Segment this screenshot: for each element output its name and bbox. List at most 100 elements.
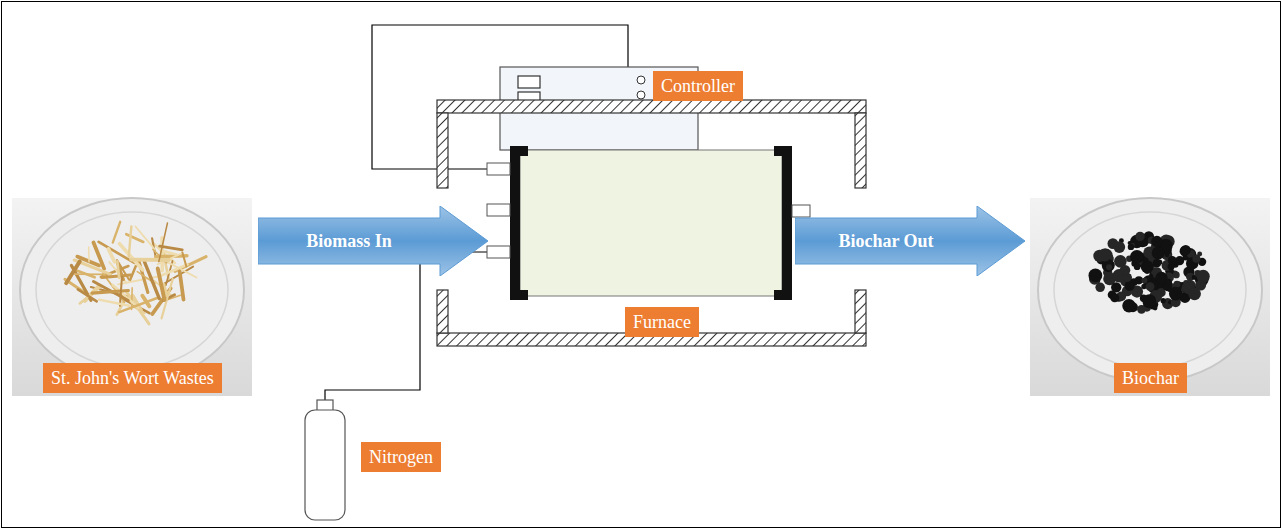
straw-strand bbox=[135, 227, 154, 250]
char-particle bbox=[1110, 293, 1119, 302]
flange-bolt bbox=[774, 290, 782, 300]
cylinder-valve bbox=[317, 400, 333, 411]
housing-wall bbox=[855, 113, 866, 188]
straw-strand bbox=[109, 262, 126, 283]
biochar-photo bbox=[1030, 198, 1270, 396]
arrow-label: Biochar Out bbox=[795, 206, 977, 276]
inlet-nozzle bbox=[487, 163, 510, 175]
straw-strand bbox=[102, 275, 131, 277]
char-particle bbox=[1106, 264, 1112, 270]
dish-rim bbox=[1054, 212, 1246, 368]
nitrogen-cylinder bbox=[305, 400, 345, 520]
straw-strand bbox=[131, 258, 168, 262]
straw-strand bbox=[75, 273, 106, 275]
part-label: Controller bbox=[653, 71, 743, 101]
label-text: Furnace bbox=[633, 311, 691, 333]
char-particle bbox=[1088, 269, 1102, 283]
straw-strand bbox=[117, 261, 119, 278]
part-label: Furnace bbox=[625, 307, 699, 337]
char-particle bbox=[1152, 246, 1165, 259]
char-particle bbox=[1192, 255, 1200, 263]
flange-bolt bbox=[520, 290, 528, 300]
char-particle bbox=[1165, 253, 1169, 257]
char-particle bbox=[1197, 270, 1210, 283]
char-particle bbox=[1181, 245, 1191, 255]
char-particle bbox=[1128, 244, 1134, 250]
straw-strand bbox=[182, 252, 186, 266]
tube-body bbox=[520, 150, 782, 296]
photo-label: St. John's Wort Wastes bbox=[43, 363, 222, 393]
straw-strand bbox=[120, 277, 122, 306]
inlet-nozzle bbox=[487, 204, 510, 216]
housing-wall bbox=[437, 113, 448, 188]
char-particle bbox=[1122, 299, 1135, 312]
char-particle bbox=[1130, 250, 1144, 264]
control-knob bbox=[637, 91, 645, 99]
char-particle bbox=[1168, 256, 1177, 265]
arrow-body bbox=[795, 206, 1025, 276]
straw-pile bbox=[65, 222, 206, 324]
furnace-tube bbox=[487, 146, 810, 300]
char-particle bbox=[1141, 260, 1154, 273]
char-particle bbox=[1169, 287, 1183, 301]
biomass-photo bbox=[12, 198, 252, 396]
straw-strand bbox=[168, 262, 197, 277]
char-pile bbox=[1088, 231, 1209, 313]
char-particle bbox=[1125, 281, 1135, 291]
label-text: Nitrogen bbox=[369, 446, 433, 468]
part-label: Nitrogen bbox=[361, 442, 441, 472]
label-text: Biochar bbox=[1122, 367, 1179, 389]
char-particle bbox=[1183, 280, 1189, 286]
tube-flange bbox=[782, 146, 792, 300]
flange-bolt bbox=[520, 146, 528, 156]
char-particle bbox=[1173, 272, 1180, 279]
housing-wall bbox=[437, 100, 866, 113]
char-particle bbox=[1113, 241, 1125, 253]
straw-strand bbox=[129, 226, 132, 256]
photo-ground bbox=[1030, 198, 1270, 396]
char-particle bbox=[1155, 236, 1160, 241]
char-particle bbox=[1174, 281, 1181, 288]
straw-strand bbox=[180, 271, 184, 299]
photo-ground bbox=[12, 198, 252, 396]
glass-dish bbox=[1038, 198, 1262, 382]
char-particle bbox=[1165, 279, 1170, 284]
photo-label: Biochar bbox=[1114, 363, 1187, 393]
char-particle bbox=[1120, 265, 1130, 275]
arrow-label: Biomass In bbox=[258, 206, 440, 276]
straw-strand bbox=[130, 266, 136, 279]
label-text: St. John's Wort Wastes bbox=[51, 367, 214, 389]
straw-strand bbox=[99, 300, 129, 306]
char-particle bbox=[1142, 294, 1156, 308]
char-particle bbox=[1188, 288, 1201, 301]
inlet-nozzle bbox=[487, 246, 510, 258]
flow-arrow: Biomass In bbox=[258, 206, 488, 276]
arrow-body bbox=[258, 206, 488, 276]
char-particle bbox=[1135, 232, 1144, 241]
straw-strand bbox=[92, 291, 128, 294]
char-particle bbox=[1134, 263, 1141, 270]
glass-dish bbox=[20, 198, 244, 382]
straw-strand bbox=[66, 261, 80, 283]
cylinder-body bbox=[305, 410, 345, 520]
straw-strand bbox=[161, 250, 177, 254]
straw-strand bbox=[119, 244, 142, 270]
char-particle bbox=[1151, 236, 1162, 247]
char-particle bbox=[1098, 248, 1111, 261]
char-particle bbox=[1153, 259, 1161, 267]
straw-strand bbox=[160, 246, 183, 250]
straw-strand bbox=[78, 289, 97, 301]
tube-flange bbox=[510, 146, 520, 300]
straw-strand bbox=[159, 223, 168, 261]
straw-strand bbox=[88, 247, 90, 262]
flow-arrow: Biochar Out bbox=[795, 206, 1025, 276]
straw-strand bbox=[113, 222, 120, 243]
display-window bbox=[518, 76, 540, 88]
char-particle bbox=[1142, 278, 1148, 284]
straw-strand bbox=[108, 249, 114, 262]
outlet-nozzle bbox=[792, 205, 810, 217]
dish-rim bbox=[36, 212, 228, 368]
char-particle bbox=[1146, 282, 1155, 291]
